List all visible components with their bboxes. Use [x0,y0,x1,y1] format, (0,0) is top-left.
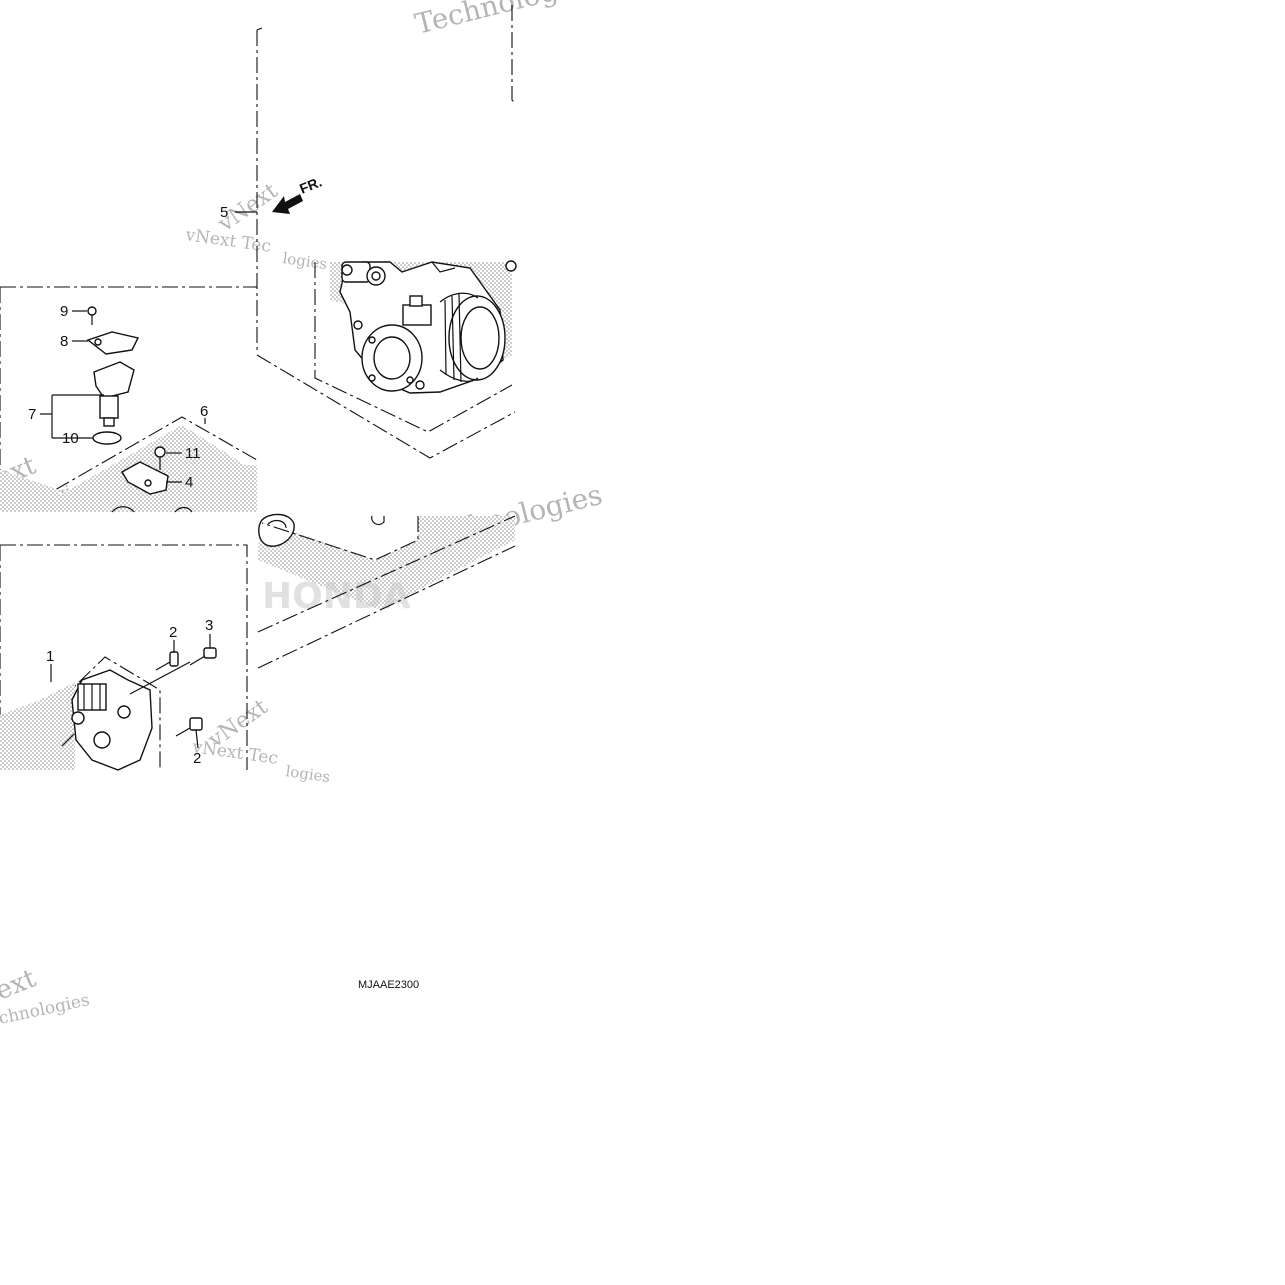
throttle-body [339,260,517,394]
part-9-bolt: 9 [60,303,97,325]
callout-11: 11 [185,445,201,462]
tps-panel: 1 2 3 2 [0,544,248,771]
part-7-sensor: 7 [28,361,135,438]
callout-10: 10 [62,430,79,447]
callout-2-upper: 2 [169,624,177,641]
callout-5: 5 [220,204,228,221]
front-direction-arrow: FR. [272,173,324,214]
watermark-technologies-top: Technologies [412,0,600,41]
callout-3: 3 [205,617,213,634]
callout-2-lower: 2 [193,750,201,767]
upper-panel: 5 FR. [220,5,517,459]
part-1-sensor-unit: 1 [46,648,153,771]
callout-9: 9 [60,303,68,320]
part-11-bolt: 11 [154,445,201,470]
callout-7: 7 [28,406,36,423]
part-3-screw: 3 [129,617,217,695]
callout-1: 1 [46,648,54,665]
watermark-next-bottom: ext [0,963,41,1006]
part-10-oring: 10 [52,430,122,447]
diagram-code: MJAAE2300 [358,979,419,991]
callout-4: 4 [185,474,193,491]
middle-strip: HONDA [257,513,516,669]
watermark-logies-upper: logies [281,249,328,273]
front-direction-label: FR. [297,173,324,196]
watermark-vnext-lower: vNext Tec [190,737,279,769]
part-4-bracket: 4 [121,461,193,495]
part-8-plate: 8 [60,331,140,355]
part-2-screw-lower: 2 [175,717,203,767]
watermark-logies-lower: logies [284,762,331,786]
sensor-panel: 9 8 7 10 6 [0,286,258,513]
part-2-screw-upper: 2 [155,624,179,671]
watermarks: Technologies Technologies vNext Tec logi… [0,0,606,1029]
callout-6: 6 [200,403,208,420]
callout-8: 8 [60,333,68,350]
